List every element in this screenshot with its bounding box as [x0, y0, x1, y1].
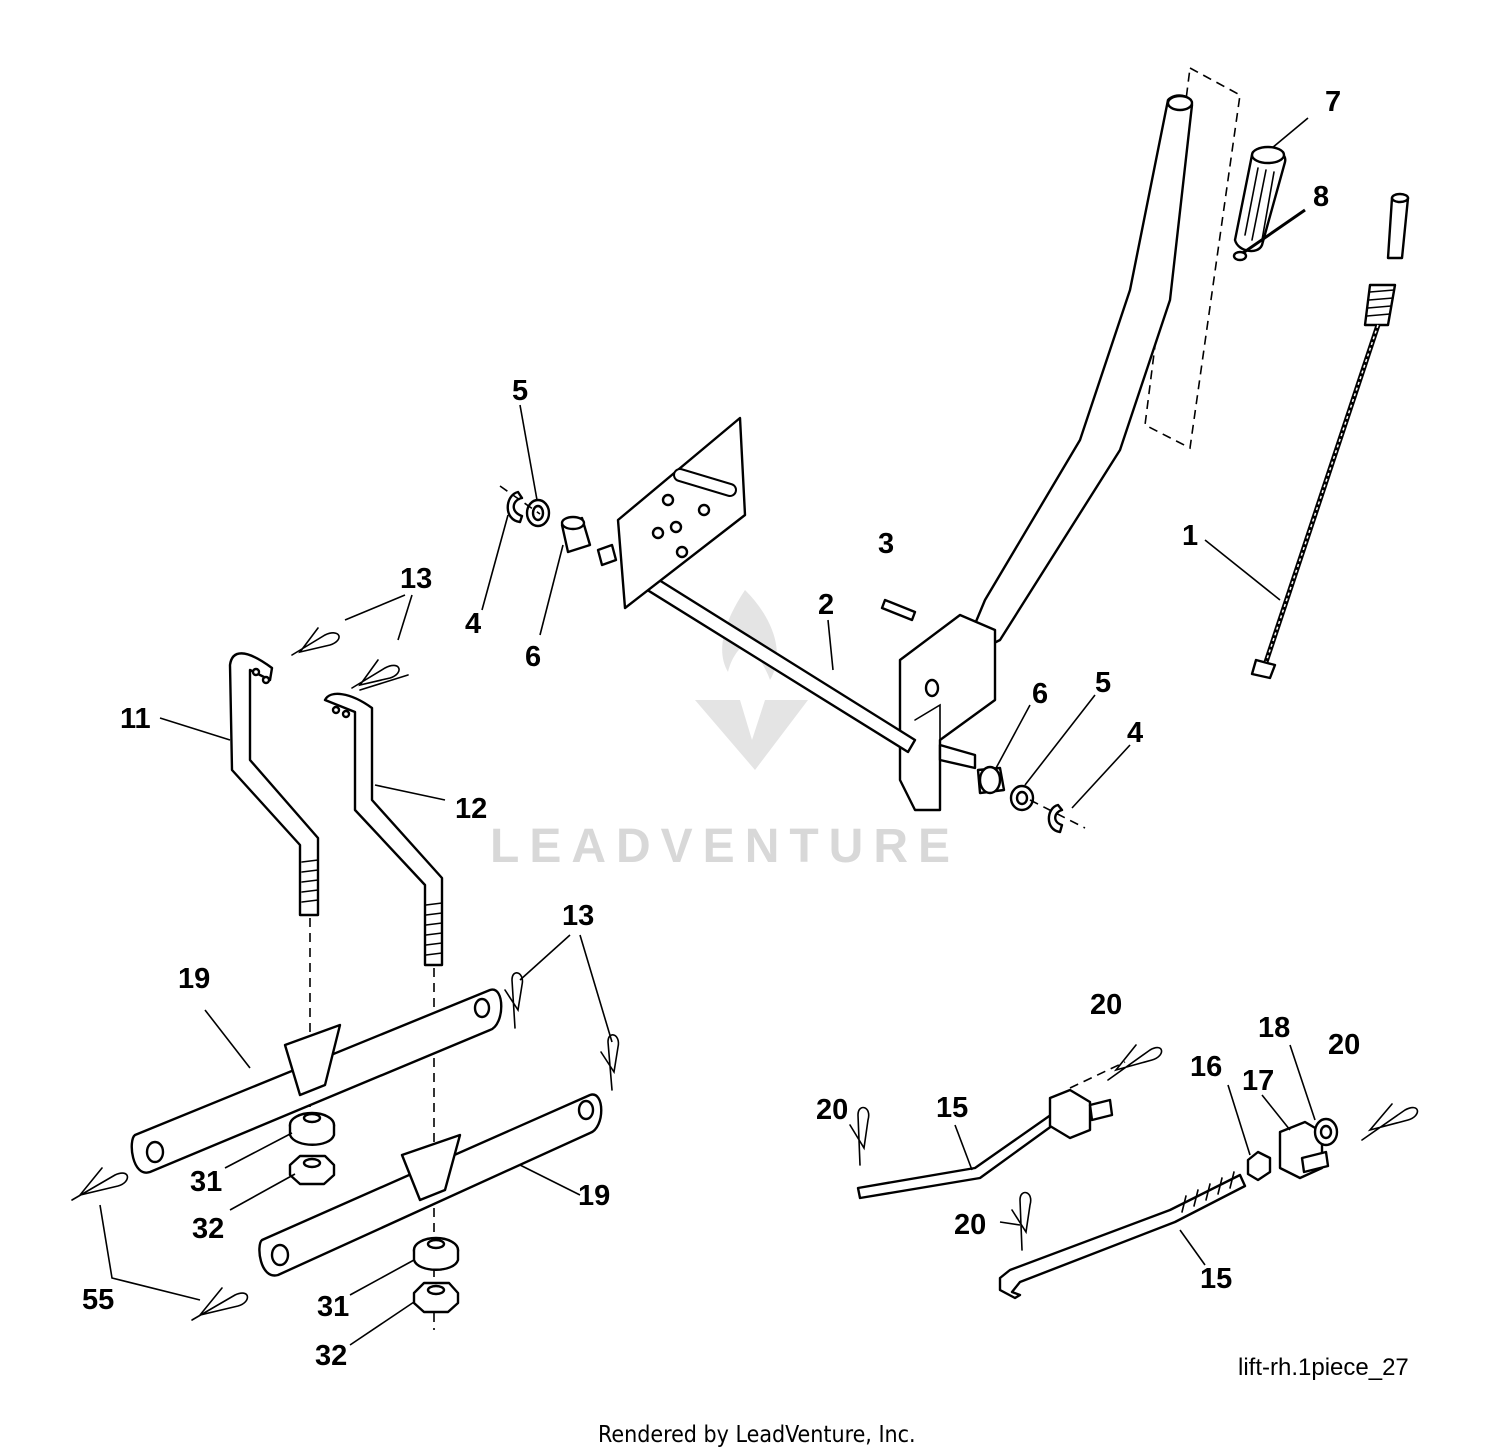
leader-lines: [99, 117, 1316, 1346]
callout-13-lower: 13: [562, 900, 594, 932]
callout-4-right: 4: [1127, 717, 1143, 749]
callout-20-bottom: 20: [954, 1209, 986, 1241]
part-13-clips-top: [291, 627, 409, 691]
callout-3: 3: [878, 528, 894, 560]
callout-15-upper: 15: [936, 1092, 968, 1124]
part-13-clips-lower: [504, 972, 620, 1091]
callout-12: 12: [455, 793, 487, 825]
grip-outline: [1144, 66, 1241, 450]
callout-15-lower: 15: [1200, 1263, 1232, 1295]
part-2-lift-lever: [616, 94, 1194, 812]
part-19-lift-arm-upper: [130, 988, 503, 1174]
callout-labels: 1 2 3 4 4 5 5 6 6 7 8 11 12 13 13 15 15 …: [82, 86, 1360, 1372]
part-55-clips: [71, 1167, 249, 1321]
left-shaft-hardware: [499, 485, 618, 567]
callout-13-top: 13: [400, 563, 432, 595]
callout-8: 8: [1313, 181, 1329, 213]
callout-2: 2: [818, 589, 834, 621]
callout-1: 1: [1182, 520, 1198, 552]
callout-19-lower: 19: [578, 1180, 610, 1212]
parts-16-17-18-hardware: [1246, 1117, 1339, 1182]
callout-32-right: 32: [315, 1340, 347, 1372]
callout-31-left: 31: [190, 1166, 222, 1198]
callout-11: 11: [120, 703, 151, 735]
part-3-pin: [880, 598, 917, 622]
callout-5-left: 5: [512, 375, 528, 407]
callout-7: 7: [1325, 86, 1341, 118]
callout-18: 18: [1258, 1012, 1290, 1044]
part-19-lift-arm-lower: [258, 1093, 603, 1277]
footer-credit: Rendered by LeadVenture, Inc.: [598, 1422, 916, 1448]
parts-31-32-left: [288, 1111, 336, 1186]
part-15-rod-lower: [998, 1171, 1247, 1300]
parts-31-32-right: [412, 1236, 460, 1314]
callout-6-right: 6: [1032, 678, 1048, 710]
drawing-reference: lift-rh.1piece_27: [1238, 1354, 1409, 1381]
callout-31-right: 31: [317, 1291, 349, 1323]
callout-19-upper: 19: [178, 963, 210, 995]
part-15-rod-upper: [856, 1061, 1126, 1200]
callout-20-top: 20: [1090, 989, 1122, 1021]
callout-55: 55: [82, 1284, 114, 1316]
part-20-clips: [849, 1044, 1419, 1251]
right-shaft-hardware: [976, 765, 1086, 834]
callout-20-right: 20: [1328, 1029, 1360, 1061]
part-8-pin: [1232, 208, 1306, 262]
part-1-cable: [1250, 192, 1410, 680]
callout-32-left: 32: [192, 1213, 224, 1245]
callout-6-left: 6: [525, 641, 541, 673]
callout-16: 16: [1190, 1051, 1222, 1083]
callout-4-left: 4: [465, 608, 481, 640]
part-7-grip: [1233, 145, 1287, 253]
callout-20-left: 20: [816, 1094, 848, 1126]
callout-5-right: 5: [1095, 667, 1111, 699]
watermark-text: LEADVENTURE: [490, 820, 960, 873]
callout-17: 17: [1242, 1065, 1274, 1097]
